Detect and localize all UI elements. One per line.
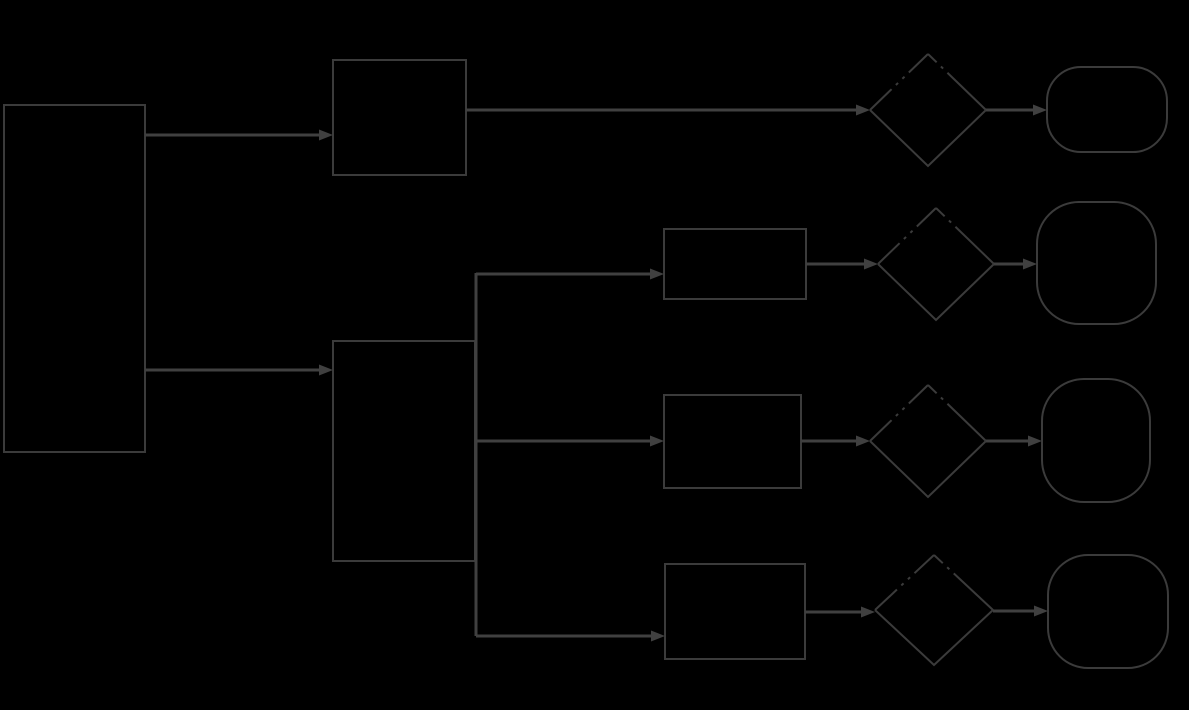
process-top-to-decision-1-arrowhead-icon (856, 104, 870, 116)
source-to-process-top-arrowhead-icon (319, 129, 333, 141)
edge-trunk-to-step-3 (476, 630, 665, 642)
edge-process-mid-to-step-2 (475, 435, 664, 447)
decision-2-upper-right-edge (935, 207, 995, 265)
node-decision-2 (877, 207, 995, 322)
node-step-3 (664, 563, 806, 660)
terminator-3-shape (1041, 378, 1151, 503)
decision-4-lower-edges (874, 609, 994, 667)
decision-3-upper-right-edge (927, 384, 987, 442)
decision-4-to-terminator-4-arrowhead-icon (1034, 605, 1048, 617)
decision-1-upper-right-edge (927, 53, 987, 111)
edge-step-2-to-decision-3 (801, 435, 870, 447)
edge-step-1-to-decision-2 (806, 258, 878, 270)
edge-step-3-to-decision-4 (805, 606, 875, 618)
step-2-shape (663, 394, 802, 489)
step-3-shape (664, 563, 806, 660)
step-1-to-decision-2-arrowhead-icon (864, 258, 878, 270)
edge-source-to-process-mid (145, 364, 333, 376)
node-process-top (332, 59, 467, 176)
edge-process-top-to-decision-1 (466, 104, 870, 116)
process-top-shape (332, 59, 467, 176)
decision-4-upper-right-edge (933, 554, 994, 611)
decision-4-upper-left-edge (874, 554, 935, 611)
node-terminator-4 (1047, 554, 1169, 669)
process-mid-shape (332, 340, 476, 562)
decision-3-to-terminator-3-arrowhead-icon (1028, 435, 1042, 447)
node-terminator-2 (1036, 201, 1157, 325)
terminator-2-shape (1036, 201, 1157, 325)
node-decision-3 (869, 384, 987, 499)
trunk-to-step-3-arrowhead-icon (651, 630, 665, 642)
edge-source-to-process-top (145, 129, 333, 141)
step-3-to-decision-4-arrowhead-icon (861, 606, 875, 618)
source-rect-shape (3, 104, 146, 453)
decision-3-upper-left-edge (869, 384, 929, 442)
node-step-2 (663, 394, 802, 489)
node-terminator-3 (1041, 378, 1151, 503)
decision-2-to-terminator-2-arrowhead-icon (1023, 258, 1037, 270)
trunk-to-step-1-arrowhead-icon (650, 268, 664, 280)
decision-1-lower-edges (869, 109, 987, 168)
decision-1-to-terminator-1-arrowhead-icon (1033, 104, 1047, 116)
edge-decision-2-to-terminator-2 (994, 258, 1037, 270)
decision-1-upper-left-edge (869, 53, 929, 111)
terminator-4-shape (1047, 554, 1169, 669)
step-1-shape (663, 228, 807, 300)
decision-2-lower-edges (877, 263, 995, 322)
node-step-1 (663, 228, 807, 300)
node-decision-4 (874, 554, 994, 667)
edge-decision-3-to-terminator-3 (986, 435, 1042, 447)
step-2-to-decision-3-arrowhead-icon (856, 435, 870, 447)
process-mid-to-step-2-arrowhead-icon (650, 435, 664, 447)
edge-decision-4-to-terminator-4 (993, 605, 1048, 617)
edge-trunk-to-step-1 (476, 268, 664, 280)
decision-3-lower-edges (869, 440, 987, 499)
node-decision-1 (869, 53, 987, 168)
decision-2-upper-left-edge (877, 207, 937, 265)
edge-decision-1-to-terminator-1 (986, 104, 1047, 116)
node-terminator-1 (1046, 66, 1168, 153)
terminator-1-shape (1046, 66, 1168, 153)
node-source-rect (3, 104, 146, 453)
node-process-mid (332, 340, 476, 562)
source-to-process-mid-arrowhead-icon (319, 364, 333, 376)
